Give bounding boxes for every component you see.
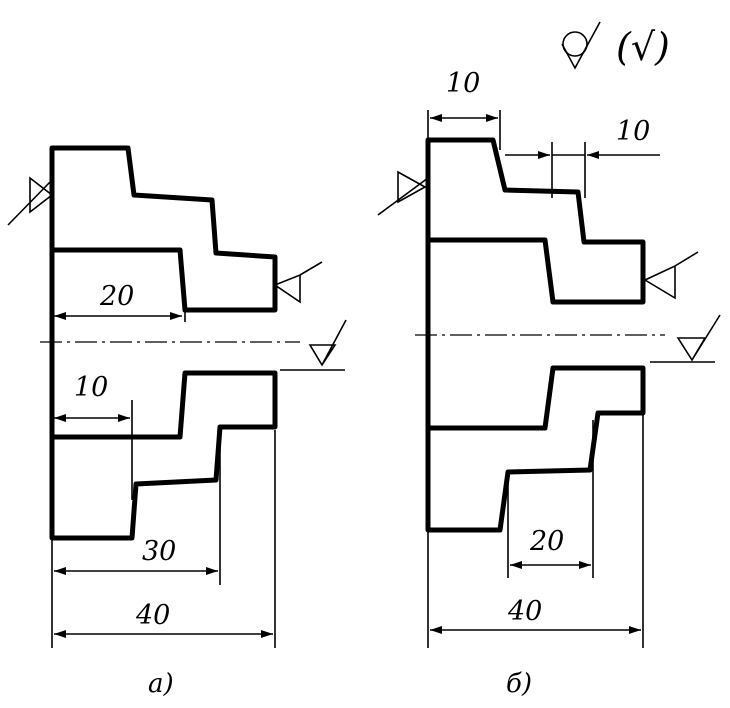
dim-b-20-label: 20 xyxy=(529,526,564,557)
part-a-lower-section xyxy=(49,370,278,541)
part-b-roughness-left-icon xyxy=(377,170,429,216)
part-b-roughness-right-icon xyxy=(643,251,699,300)
roughness-check-icon xyxy=(561,21,601,70)
part-b-upper-section xyxy=(425,137,646,305)
dim-b-10step-label: 10 xyxy=(616,116,650,147)
figure-a-caption: а) xyxy=(148,669,174,699)
dim-b-40-label: 40 xyxy=(507,596,542,627)
dim-a-30-label: 30 xyxy=(142,536,176,567)
figure-b-caption: б) xyxy=(506,669,532,699)
part-a-roughness-left-icon xyxy=(7,176,54,226)
part-b-roughness-bore-icon xyxy=(650,314,721,363)
part-b-lower-section xyxy=(425,365,646,533)
roughness-note-text: (√) xyxy=(616,25,670,69)
dim-a-10-label: 10 xyxy=(74,372,108,403)
dim-a-40-label: 40 xyxy=(135,600,170,631)
part-a-roughness-right-icon xyxy=(273,261,323,304)
roughness-note: (√) xyxy=(561,21,670,70)
part-a-roughness-bore-icon xyxy=(280,319,347,371)
dim-a-20-label: 20 xyxy=(99,281,134,312)
part-a-upper-section xyxy=(49,145,278,313)
figure-b: 10 10 20 40 б) xyxy=(377,68,721,699)
dim-b-10top-label: 10 xyxy=(446,68,480,99)
roughness-circle-icon xyxy=(562,31,588,57)
figure-a: 20 10 30 40 а) xyxy=(7,145,347,699)
